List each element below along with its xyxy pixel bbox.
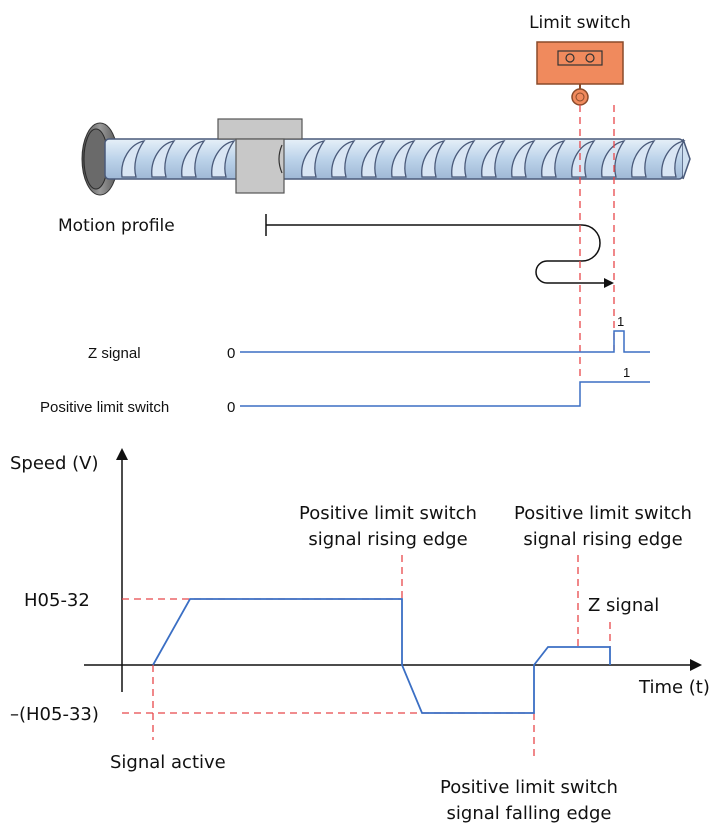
y-tick-negative: –(H05-33) [10, 704, 99, 725]
screw-thread-icon [301, 140, 326, 178]
screw-thread-icon [541, 140, 566, 178]
limit-switch-contact-icon [565, 53, 575, 63]
screw-thread-icon [571, 140, 596, 178]
falling-edge-label-line1: Positive limit switch [440, 777, 618, 798]
positive-limit-high: 1 [623, 365, 630, 380]
screw-thread-icon [421, 140, 446, 178]
screw-thread-icon [481, 140, 506, 178]
speed-curve [152, 598, 611, 714]
positive-limit-name: Positive limit switch [40, 399, 169, 416]
slider-body [235, 138, 285, 194]
z-signal-name: Z signal [88, 345, 141, 362]
limit-switch-roller-icon [571, 88, 589, 106]
screw-thread-icon [181, 140, 206, 178]
speed-chart: Speed (V) Time (t) H05-32 –(H05-33) Sign… [10, 448, 710, 824]
screw-thread-icon [361, 140, 386, 178]
rising-edge-1-label-line1: Positive limit switch [299, 503, 477, 524]
screw-thread-icon [121, 140, 146, 178]
rising-edge-2-label-line1: Positive limit switch [514, 503, 692, 524]
x-axis-label: Time (t) [638, 677, 710, 698]
limit-switch-window [557, 50, 603, 66]
positive-limit-low: 0 [227, 399, 235, 416]
limit-switch-body [536, 41, 624, 85]
screw-thread-icon [391, 140, 416, 178]
z-signal-high: 1 [617, 314, 624, 329]
falling-edge-label-line2: signal falling edge [447, 803, 612, 824]
screw-thread-icon [451, 140, 476, 178]
y-axis-label: Speed (V) [10, 453, 99, 474]
screw-thread-icon [511, 140, 536, 178]
screw-threads [121, 140, 686, 178]
rising-edge-1-label-line2: signal rising edge [308, 529, 467, 550]
z-signal-speed-label: Z signal [588, 595, 659, 616]
z-signal-low: 0 [227, 345, 235, 362]
y-tick-positive: H05-32 [24, 590, 90, 611]
rising-edge-2-label-line2: signal rising edge [523, 529, 682, 550]
screw-thread-icon [601, 140, 626, 178]
limit-switch-label: Limit switch [529, 13, 631, 33]
screw-thread-icon [631, 140, 656, 178]
ball-screw [81, 118, 691, 196]
slider-top [217, 118, 303, 140]
limit-switch-contact-icon [585, 53, 595, 63]
screw-thread-icon [151, 140, 176, 178]
signal-timing: Z signal 0 1 Positive limit switch 0 1 [40, 314, 650, 416]
motion-profile-path [266, 224, 614, 288]
screw-thread-icon [331, 140, 356, 178]
signal-active-label: Signal active [110, 752, 226, 773]
mechanism: Limit switch Motion profile [58, 13, 691, 378]
screw-thread-icon [661, 140, 686, 178]
motion-profile-label: Motion profile [58, 216, 175, 236]
positive-limit-trace [240, 381, 650, 407]
screw-thread-icon [211, 140, 236, 178]
z-signal-trace [240, 330, 650, 353]
